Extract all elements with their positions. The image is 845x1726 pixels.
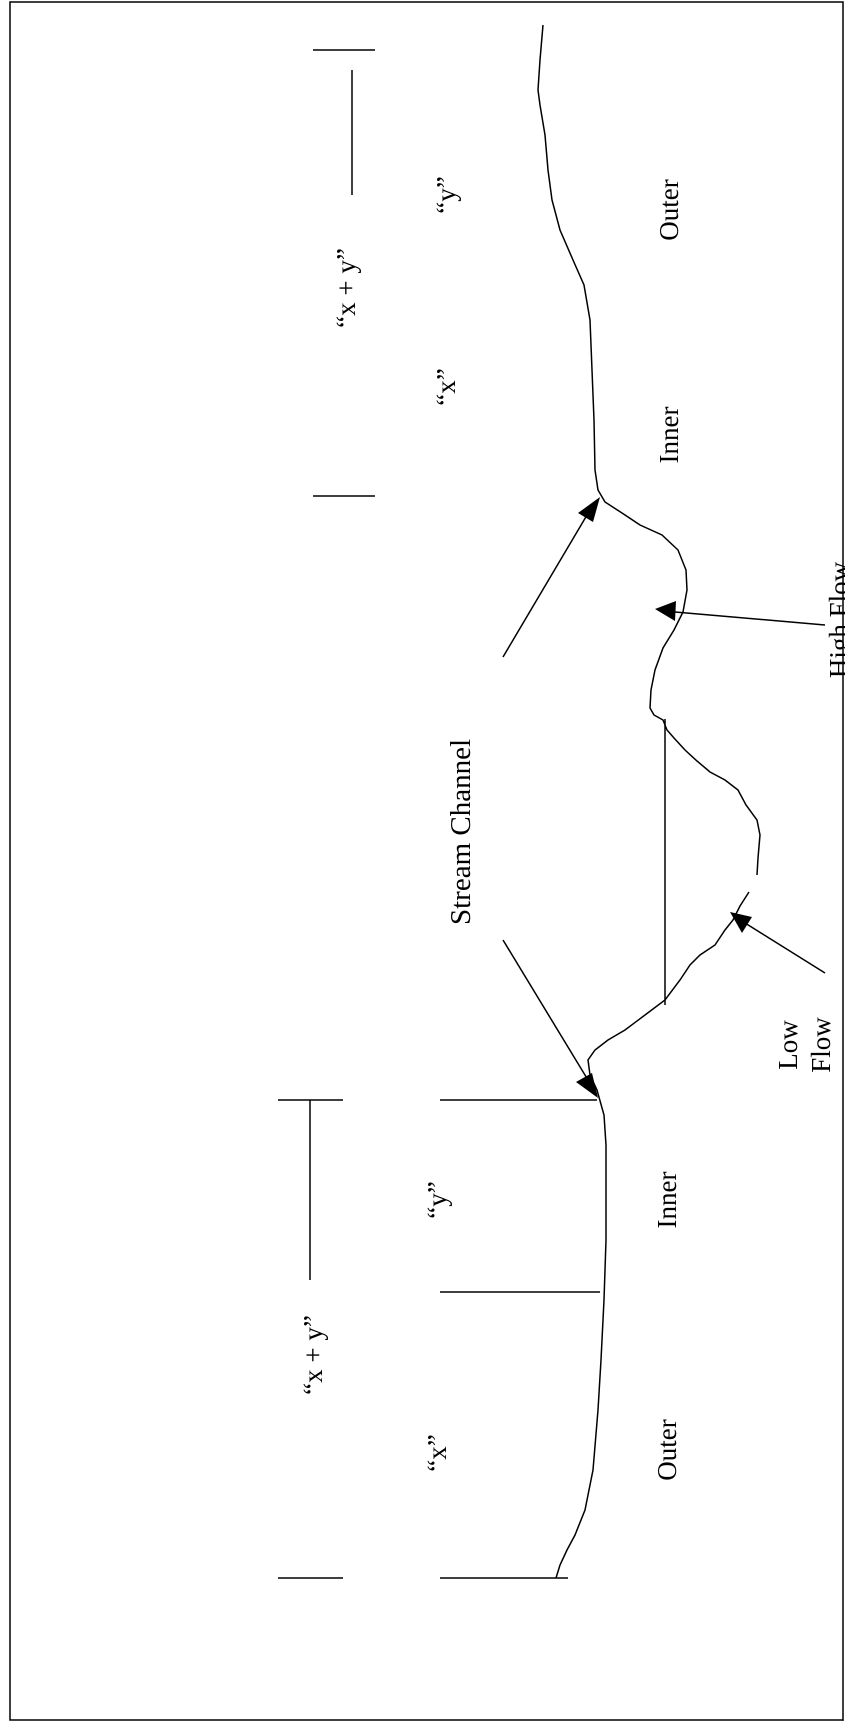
label-inner-bottom: Inner	[652, 1172, 682, 1229]
label-low-flow-line2: Flow	[806, 1017, 836, 1073]
high-flow-arrowhead	[655, 601, 676, 621]
stream-channel-arrow-upper	[502, 509, 591, 658]
label-y-top: “y”	[431, 176, 461, 213]
label-x-bottom: “x”	[422, 1434, 452, 1471]
label-high-flow: High Flow	[824, 561, 845, 678]
label-outer-top: Outer	[654, 179, 684, 240]
label-outer-bottom: Outer	[652, 1419, 682, 1480]
label-x-plus-y-bottom: “x + y”	[298, 1315, 328, 1395]
label-stream-channel: Stream Channel	[445, 739, 477, 925]
high-flow-arrow	[674, 611, 826, 626]
low-flow-arrow	[744, 922, 826, 974]
stream-channel-arrowhead-upper	[578, 497, 600, 522]
label-x-plus-y-top: “x + y”	[331, 248, 361, 328]
label-x-top: “x”	[431, 368, 461, 405]
stream-channel-arrowhead-lower	[576, 1073, 598, 1098]
label-y-bottom: “y”	[422, 1181, 452, 1218]
low-flow-arrowhead	[730, 912, 752, 933]
label-inner-top: Inner	[654, 407, 684, 464]
ground-profile	[537, 24, 761, 1579]
label-low-flow-line1: Low	[773, 1020, 803, 1070]
stream-channel-arrow-lower	[502, 939, 589, 1081]
